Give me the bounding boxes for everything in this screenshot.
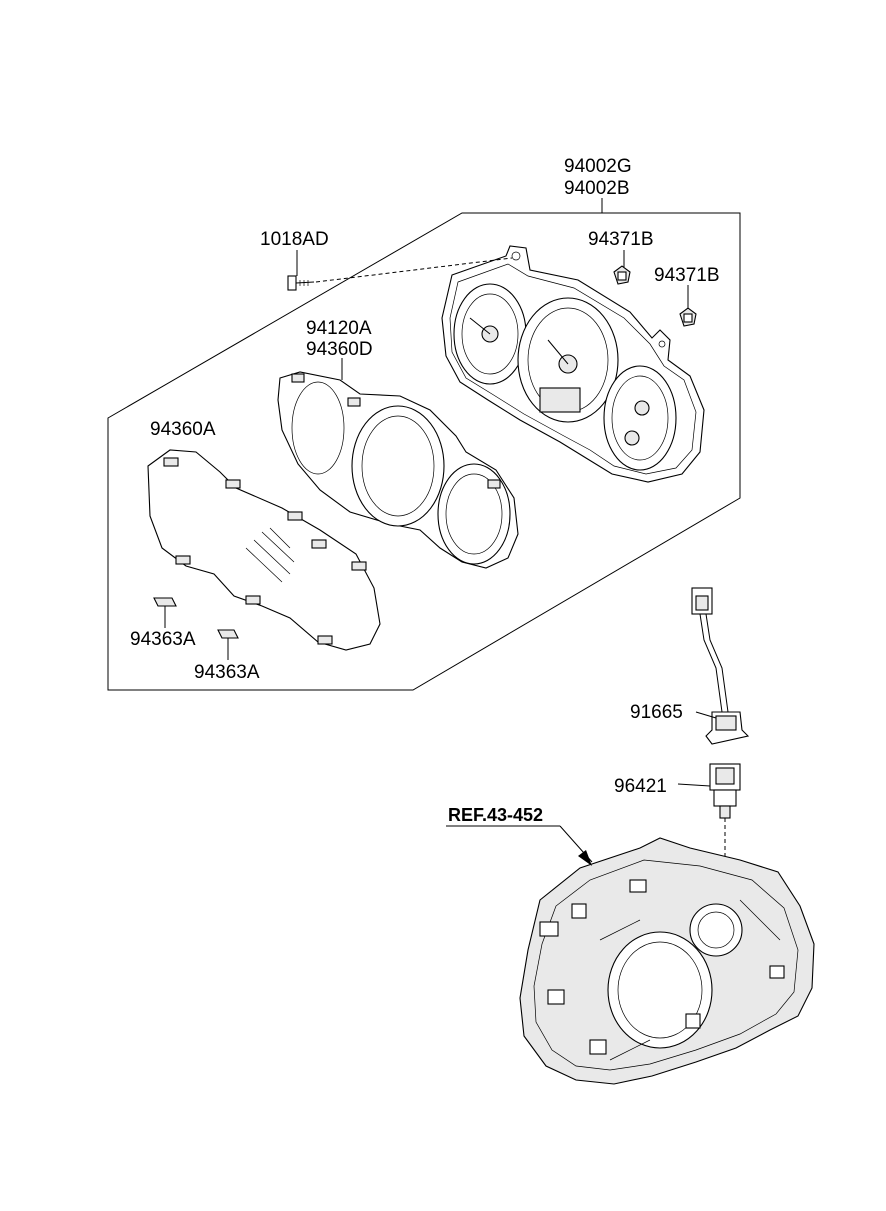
label-screw: 1018AD — [260, 229, 329, 250]
transmission-housing — [519, 837, 815, 1085]
label-bulb-1: 94371B — [588, 229, 654, 250]
label-ref: REF.43-452 — [448, 805, 543, 825]
label-pad-1: 94363A — [130, 629, 196, 650]
label-window: 94360A — [150, 419, 216, 440]
harness-part — [691, 587, 750, 745]
label-cluster-assy-1: 94002G — [564, 156, 632, 177]
bulb-part-2 — [679, 307, 697, 327]
leader-sensor — [677, 783, 711, 787]
window-lens-part — [147, 449, 381, 651]
ref-arrowhead — [578, 850, 592, 866]
bulb-part-1 — [613, 265, 631, 285]
label-harness: 91665 — [630, 702, 683, 723]
label-sensor: 96421 — [614, 776, 667, 797]
label-bulb-2: 94371B — [654, 265, 720, 286]
sensor-part — [709, 763, 741, 819]
label-bezel-1: 94120A — [306, 318, 372, 339]
pad-part-2 — [217, 629, 239, 639]
assembly-frame — [107, 212, 741, 691]
label-bezel-2: 94360D — [306, 339, 373, 360]
label-cluster-assy-2: 94002B — [564, 178, 630, 199]
screw-part — [287, 275, 315, 291]
label-pad-2: 94363A — [194, 662, 260, 683]
screw-dashed-line — [315, 257, 513, 283]
leader-harness — [695, 711, 717, 719]
bezel-part — [277, 371, 519, 569]
pad-part-1 — [153, 597, 177, 607]
instrument-cluster-housing — [441, 245, 705, 483]
